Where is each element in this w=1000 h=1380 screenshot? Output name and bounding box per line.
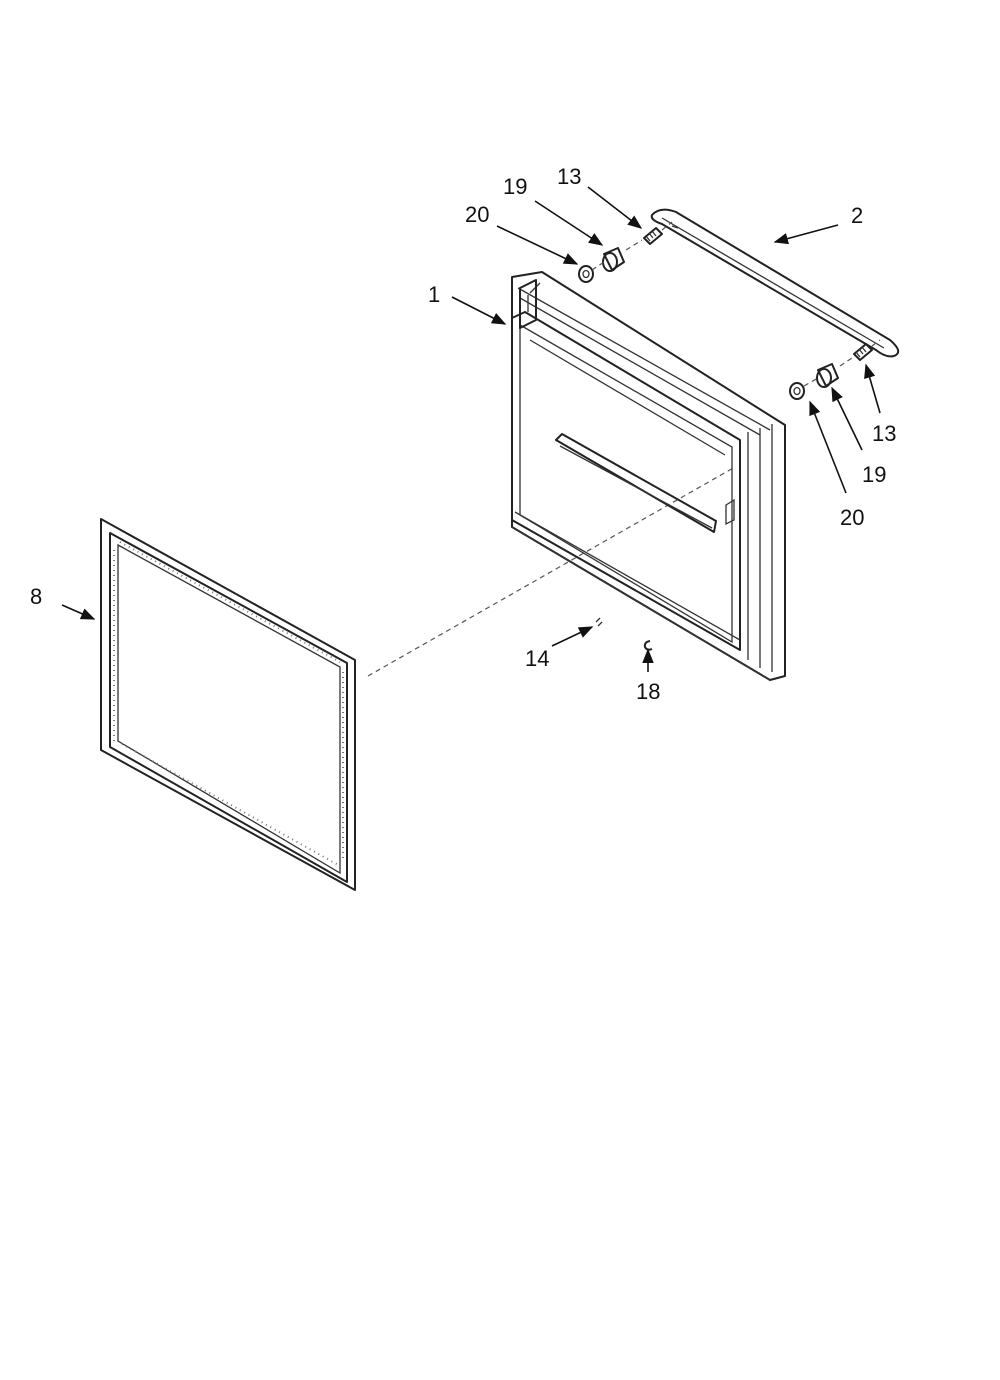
part-14-screw: [595, 617, 603, 627]
door-panel-part: [511, 271, 786, 681]
callout-handle: 2: [851, 203, 863, 228]
callout-part-14: 14: [525, 646, 549, 671]
handle-part: [650, 208, 900, 358]
callout-door-panel: 1: [428, 282, 440, 307]
part-18-clip: [643, 640, 653, 651]
right-fastener-set: [789, 339, 881, 400]
callout-screw-left: 13: [557, 164, 581, 189]
callout-washer-right: 20: [840, 505, 864, 530]
assembly-line: [367, 466, 736, 677]
callout-clip-18: 18: [636, 679, 660, 704]
callout-gasket: 8: [30, 584, 42, 609]
callout-screw-right: 13: [872, 421, 896, 446]
leader-lines: [61, 186, 881, 672]
callout-washer-left: 20: [465, 202, 489, 227]
left-fastener-set: [578, 221, 673, 283]
callout-spacer-left: 19: [503, 174, 527, 199]
gasket-part: [100, 518, 356, 891]
callout-spacer-right: 19: [862, 462, 886, 487]
